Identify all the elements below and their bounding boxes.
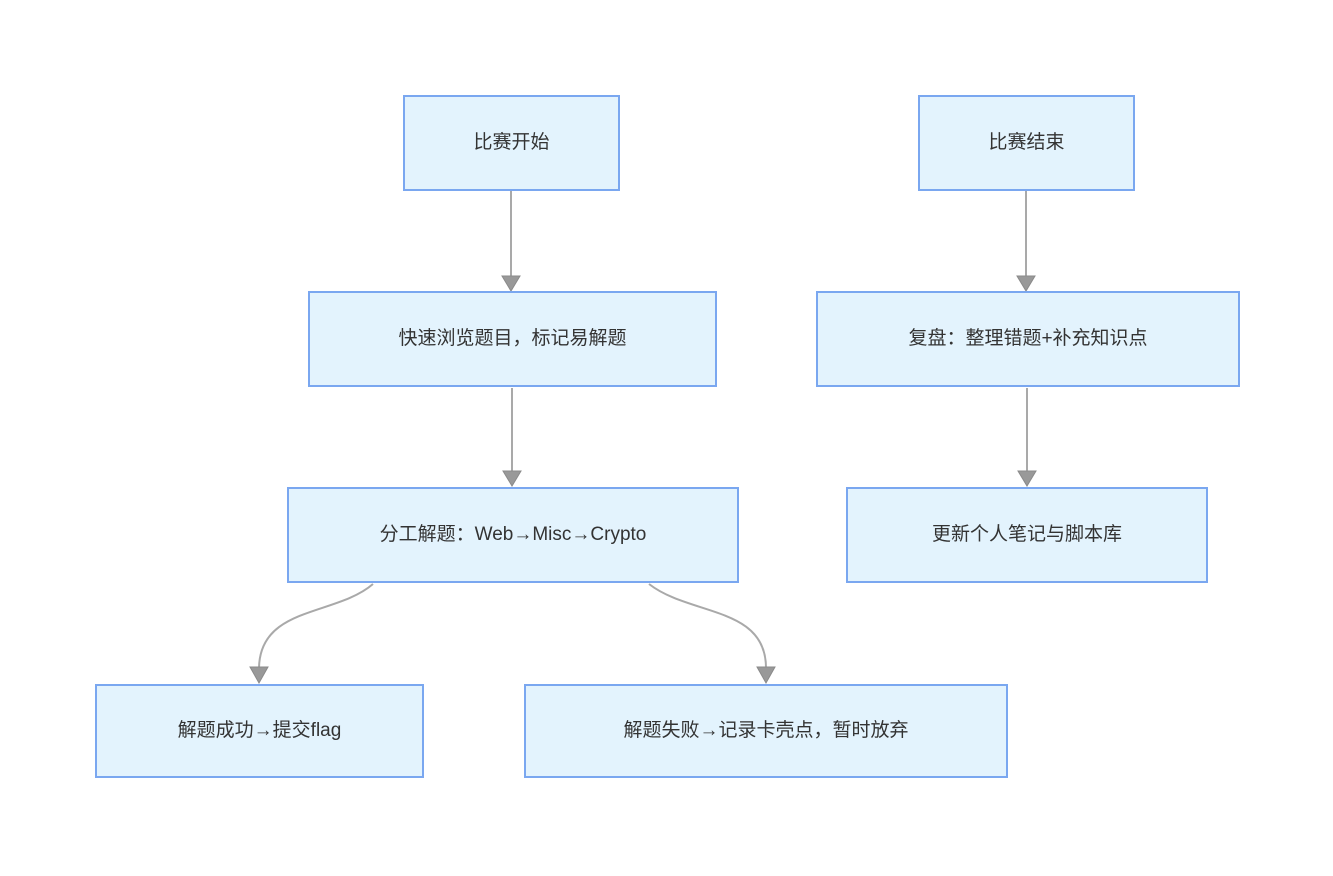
node-competition-end[interactable]: 比赛结束 — [918, 95, 1135, 191]
node-divide-work[interactable]: 分工解题：Web→Misc→Crypto — [287, 487, 739, 583]
edge-divide-fail — [648, 583, 776, 685]
node-label: 解题成功→提交flag — [177, 719, 342, 741]
arrowhead-down-icon — [502, 470, 522, 487]
edge-start-browse — [501, 191, 521, 292]
node-browse-questions[interactable]: 快速浏览题目，标记易解题 — [308, 291, 717, 387]
node-solve-success[interactable]: 解题成功→提交flag — [95, 684, 424, 778]
node-solve-fail[interactable]: 解题失败→记录卡壳点，暂时放弃 — [524, 684, 1008, 778]
node-label: 比赛开始 — [473, 131, 550, 153]
node-label: 比赛结束 — [988, 131, 1065, 153]
arrowhead-down-icon — [501, 275, 521, 292]
node-update-notes[interactable]: 更新个人笔记与脚本库 — [846, 487, 1208, 583]
node-competition-start[interactable]: 比赛开始 — [403, 95, 620, 191]
arrowhead-down-icon — [1017, 470, 1037, 487]
edge-end-review — [1016, 191, 1036, 292]
edge-browse-divide — [502, 388, 522, 487]
node-review-mistakes[interactable]: 复盘：整理错题+补充知识点 — [816, 291, 1240, 387]
edge-review-update — [1017, 388, 1037, 487]
arrowhead-down-icon — [756, 666, 776, 685]
node-label: 分工解题：Web→Misc→Crypto — [379, 523, 647, 545]
node-label: 复盘：整理错题+补充知识点 — [908, 327, 1148, 349]
arrowhead-down-icon — [249, 666, 269, 685]
edge-divide-success — [249, 583, 374, 685]
node-label: 快速浏览题目，标记易解题 — [398, 327, 627, 349]
node-label: 更新个人笔记与脚本库 — [931, 523, 1122, 545]
node-label: 解题失败→记录卡壳点，暂时放弃 — [623, 719, 909, 741]
arrowhead-down-icon — [1016, 275, 1036, 292]
